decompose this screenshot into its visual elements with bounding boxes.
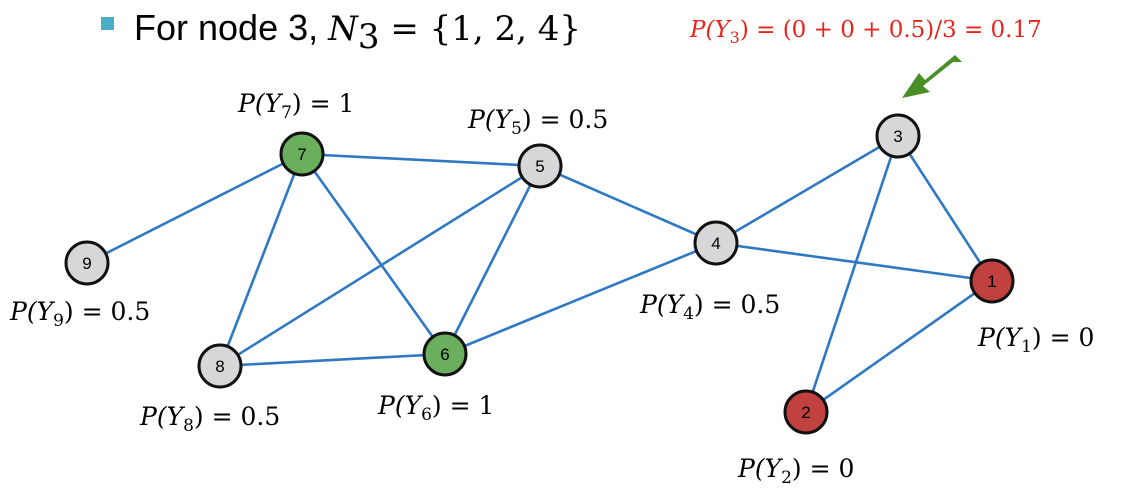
- heading-set-symbol: N: [327, 9, 359, 49]
- node-1: 1: [969, 258, 1015, 304]
- node-circle: [64, 240, 110, 286]
- edge-4-1: [715, 241, 993, 283]
- node-2: 2: [783, 389, 829, 435]
- edge-2-1: [805, 279, 993, 414]
- edge-7-6: [300, 153, 447, 355]
- prob-label-2: P(Y2) = 0: [737, 454, 854, 488]
- node-circle: [197, 343, 243, 389]
- edge-5-4: [539, 164, 717, 245]
- node-id-label: 8: [215, 357, 224, 376]
- heading-set-subscript: 3: [358, 17, 380, 57]
- edge-8-6: [219, 352, 446, 368]
- node-id-label: 6: [440, 345, 449, 364]
- nodes: 1 2 3 4 5 6 7 8 9: [64, 113, 1015, 435]
- node-id-label: 9: [82, 254, 91, 273]
- edge-5-8: [219, 164, 541, 368]
- node3-formula: P(Y3) = (0 + 0 + 0.5)/3 = 0.17: [689, 17, 1042, 47]
- node-circle: [969, 258, 1015, 304]
- node-6: 6: [422, 331, 468, 377]
- bullet-marker: [101, 17, 114, 30]
- node-circle: [422, 331, 468, 377]
- heading-prefix: For node 3,: [134, 7, 328, 48]
- node-5: 5: [517, 143, 563, 189]
- edge-7-9: [86, 152, 303, 265]
- node-8: 8: [197, 343, 243, 389]
- heading: For node 3, N3 = {1, 2, 4}: [134, 7, 581, 57]
- prob-label-8: P(Y8) = 0.5: [139, 402, 280, 436]
- node-id-label: 7: [297, 145, 306, 164]
- node-id-label: 2: [801, 403, 810, 422]
- formula-body: ) = (0 + 0 + 0.5)/3 = 0.17: [740, 17, 1042, 43]
- edge-4-3: [715, 134, 899, 245]
- prob-label-6: P(Y6) = 1: [377, 391, 494, 425]
- node-id-label: 5: [535, 157, 544, 176]
- formula-head: P(Y: [689, 17, 732, 43]
- probability-labels: P(Y1) = 0 P(Y2) = 0 P(Y4) = 0.5 P(Y5) = 0.5…: [9, 89, 1094, 488]
- node-circle: [875, 113, 921, 159]
- node-circle: [517, 143, 563, 189]
- edge-5-6: [443, 165, 542, 355]
- prob-label-7: P(Y7) = 1: [237, 89, 354, 123]
- formula-subscript: 3: [730, 28, 740, 47]
- node-9: 9: [64, 240, 110, 286]
- node-circle: [279, 131, 325, 177]
- prob-label-1: P(Y1) = 0: [977, 323, 1094, 357]
- edge-3-2: [804, 135, 900, 413]
- prob-label-5: P(Y5) = 0.5: [467, 105, 608, 139]
- node-id-label: 3: [893, 127, 902, 146]
- node-4: 4: [693, 220, 739, 266]
- node-id-label: 1: [987, 272, 996, 291]
- prob-label-4: P(Y4) = 0.5: [639, 290, 780, 324]
- arrow-icon: [902, 55, 962, 98]
- node-3: 3: [875, 113, 921, 159]
- prob-label-9: P(Y9) = 0.5: [9, 297, 150, 331]
- edge-3-1: [896, 135, 994, 282]
- node-id-label: 4: [711, 234, 720, 253]
- edge-7-8: [218, 153, 304, 367]
- node-circle: [693, 220, 739, 266]
- edges: [86, 134, 994, 414]
- node-circle: [783, 389, 829, 435]
- edge-6-4: [444, 241, 717, 356]
- heading-set-members: = {1, 2, 4}: [380, 9, 582, 49]
- edge-7-5: [301, 152, 541, 168]
- node-7: 7: [279, 131, 325, 177]
